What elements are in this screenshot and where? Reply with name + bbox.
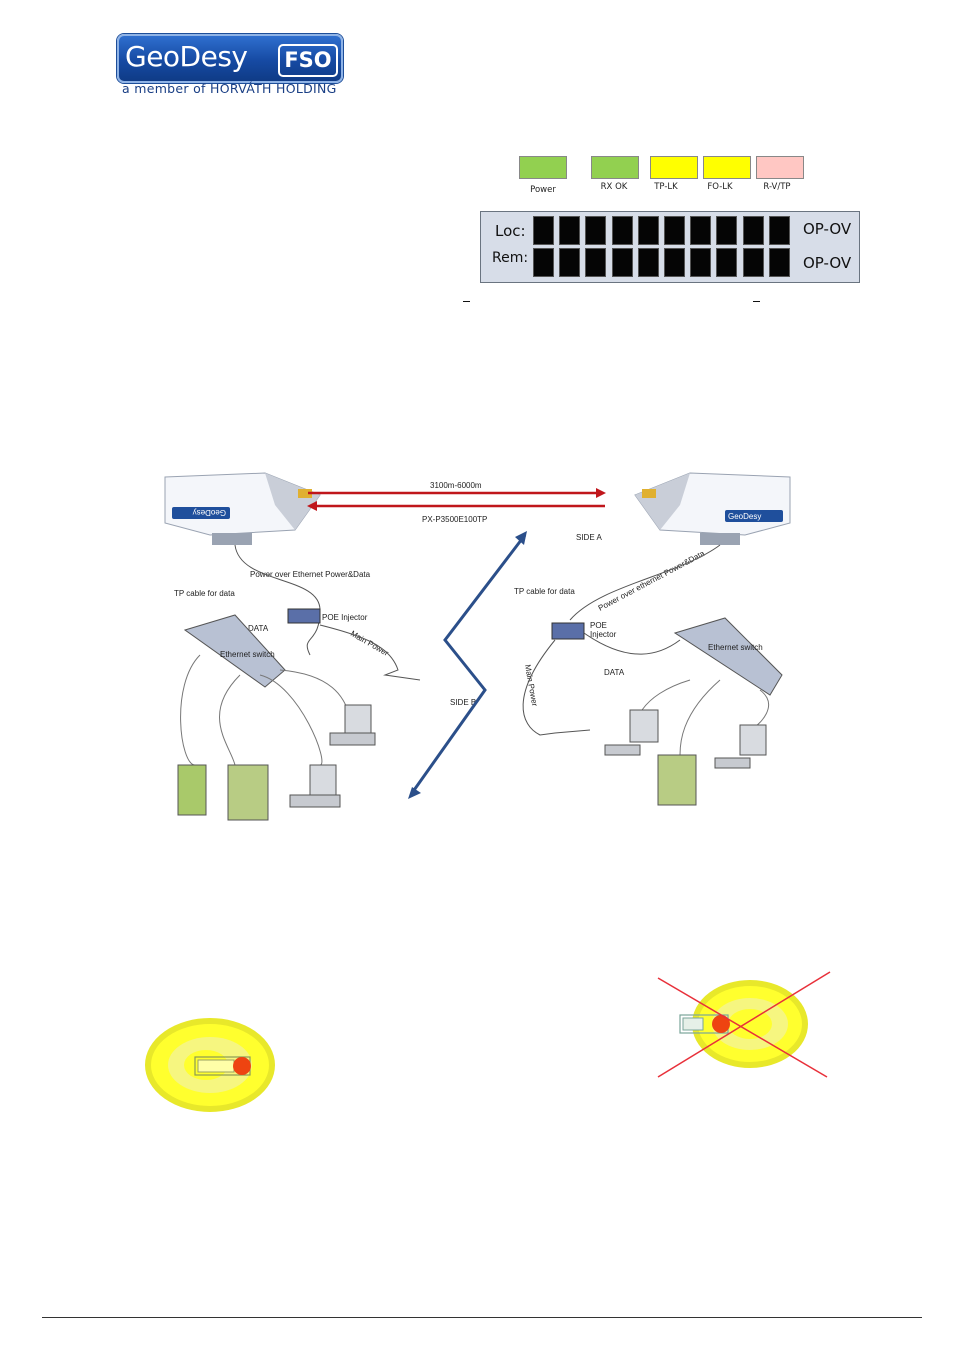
unit-right-brand: GeoDesy [728, 512, 761, 521]
display-cell [716, 216, 738, 245]
display-cell [585, 248, 607, 277]
display-cell [690, 216, 712, 245]
fso-unit-right: GeoDesy [634, 472, 791, 545]
led-r-v-tp-label: R-V/TP [763, 182, 791, 192]
left-injector-label: POE Injector [322, 613, 368, 622]
left-main-power-label: Main Power [349, 629, 390, 658]
panel-loc-right: OP-OV [803, 220, 852, 238]
led-power-label: Power [530, 185, 556, 195]
panel-loc-label: Loc: [495, 222, 526, 240]
left-poe-label: Power over Ethernet Power&Data [250, 570, 371, 579]
led-r-v-tp [756, 156, 804, 179]
display-cell [742, 248, 764, 277]
led-fo-lk-label: FO-LK [707, 182, 733, 192]
cross-line-1 [657, 971, 831, 1078]
display-cell [611, 216, 633, 245]
led-tp-lk-label: TP-LK [654, 182, 678, 192]
led-power [519, 156, 567, 179]
display-cell [716, 248, 738, 277]
logo-brand-text: GeoDesy [125, 40, 248, 73]
footer-divider [42, 1317, 922, 1318]
right-main-power-label: Main Power [523, 664, 539, 707]
display-cell [742, 216, 764, 245]
display-cell [664, 248, 685, 277]
display-cell [637, 248, 659, 277]
right-ethernet-switch [673, 617, 783, 696]
company-logo: GeoDesy FSO a member of HORVÁTH HOLDING [117, 34, 343, 98]
logo-badge: GeoDesy FSO [117, 34, 343, 83]
panel-rem-label: Rem: [492, 250, 529, 266]
display-cell [559, 248, 581, 277]
distance-label: 3100m-6000m [430, 481, 482, 490]
zigzag-link-arrow [408, 531, 527, 799]
left-switch-label: Ethernet switch [220, 650, 275, 659]
display-cell [690, 248, 712, 277]
right-injector-label-1: POE [590, 621, 607, 630]
left-tp-label: TP cable for data [174, 589, 235, 598]
link-arrows [307, 488, 606, 511]
left-computers [177, 704, 376, 821]
right-data-label: DATA [604, 668, 625, 677]
led-tp-lk [650, 156, 698, 179]
right-injector-label-2: Injector [590, 630, 617, 639]
display-cell [559, 216, 581, 245]
unit-left-brand: GeoDesy [193, 508, 226, 517]
right-computers [604, 709, 767, 806]
left-poe-injector [287, 608, 321, 624]
led-fo-lk [703, 156, 751, 179]
panel-tick-left [463, 301, 470, 302]
cross-line-2 [657, 977, 828, 1078]
display-cell [664, 216, 685, 245]
status-display-panel: Loc: Rem: OP-OV OP-OV [480, 211, 860, 283]
display-cell [768, 248, 790, 277]
display-cell [768, 216, 790, 245]
network-diagram: GeoDesy GeoDesy 3100m-6000m PX-P3500E100… [164, 472, 791, 821]
left-data-label: DATA [248, 624, 269, 633]
right-switch-label: Ethernet switch [708, 643, 763, 652]
logo-fso-text: FSO [278, 44, 338, 77]
display-cell [533, 248, 554, 277]
right-tp-label: TP cable for data [514, 587, 575, 596]
side-b-label: SIDE B [450, 698, 476, 707]
model-label: PX-P3500E100TP [422, 515, 487, 524]
panel-tick-right [753, 301, 760, 302]
beam-alignment-wrong [657, 971, 831, 1078]
display-cell [585, 216, 607, 245]
logo-tagline: a member of HORVÁTH HOLDING [122, 81, 337, 96]
display-cell [637, 216, 659, 245]
display-cell [533, 216, 554, 245]
right-poe-injector [551, 622, 585, 640]
panel-rem-right: OP-OV [803, 254, 852, 272]
display-cell [611, 248, 633, 277]
beam-alignment-correct [145, 1018, 275, 1112]
fso-unit-left: GeoDesy [164, 472, 321, 545]
side-a-label: SIDE A [576, 533, 602, 542]
led-rx-ok-label: RX OK [600, 182, 628, 192]
right-poe-label: Power over ethernet Power&Data [597, 549, 707, 613]
led-rx-ok [591, 156, 639, 179]
